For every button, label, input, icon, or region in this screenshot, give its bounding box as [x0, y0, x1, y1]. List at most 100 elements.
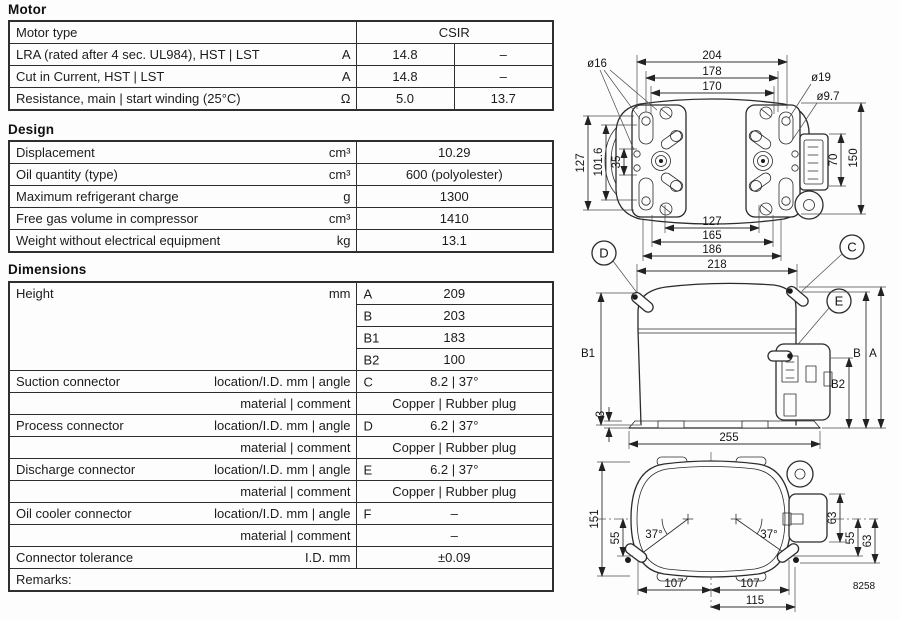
table-row: Suction connector location/I.D. mm | angl… [8, 370, 554, 393]
table-row: Oil quantity (type)cm³ 600 (polyolester) [8, 163, 554, 186]
row-unit: Ω [340, 91, 351, 106]
dim-value: 8.2 | 37° [430, 374, 479, 389]
dim-55-right-label: 55 [845, 532, 857, 545]
angle-37-right-label: 37° [760, 529, 777, 541]
row-unit: I.D. mm [305, 550, 351, 565]
dim-218-label: 218 [707, 259, 726, 271]
callout-c-label: C [847, 240, 856, 255]
row-label: Height [16, 286, 54, 301]
dim-value: 183 [443, 330, 466, 345]
row-unit: location/I.D. mm | angle [214, 462, 351, 477]
row-unit: g [343, 189, 351, 204]
dim-63-outer-label: 63 [862, 535, 874, 548]
compressor-front-view-geometry [628, 282, 833, 429]
row-unit: location/I.D. mm | angle [214, 506, 351, 521]
table-row: Resistance, main | start winding (25°C) Ω… [8, 87, 554, 111]
row-label-cell: Motor type [8, 20, 357, 44]
row-label: Weight without electrical equipment [16, 233, 221, 248]
dim-115-label: 115 [746, 595, 764, 607]
row-unit: location/I.D. mm | angle [214, 374, 351, 389]
height-label-cell: Height mm [8, 281, 357, 371]
table-row: material | comment Copper | Rubber plug [8, 436, 554, 459]
dim-186-label: 186 [702, 244, 721, 256]
dim-170-label: 170 [702, 81, 721, 93]
row-label-cell: Discharge connector location/I.D. mm | an… [8, 458, 357, 481]
dim-key: B2 [363, 352, 380, 367]
row-label-cell: material | comment [8, 436, 357, 459]
row-label-cell: Connector tolerance I.D. mm [8, 546, 357, 569]
front-view-dimensions: B1 3 255 A B B2 [581, 286, 886, 449]
row-value: 1410 [355, 207, 554, 230]
row-unit: cm³ [328, 167, 351, 182]
compressor-bottom-view-geometry [624, 456, 828, 582]
row-label: Maximum refrigerant charge [16, 189, 179, 204]
table-row: Motor type CSIR [8, 20, 554, 44]
dim-55-left-label: 55 [610, 532, 622, 545]
connector-material-cell: Copper | Rubber plug [355, 480, 554, 503]
figure-number: 8258 [853, 581, 876, 592]
row-label: Connector tolerance [16, 550, 134, 565]
dim-value: 203 [443, 308, 466, 323]
dim-204-label: 204 [702, 50, 722, 62]
table-row: Discharge connector location/I.D. mm | an… [8, 458, 554, 481]
dim-255-label: 255 [719, 432, 738, 444]
row-label-cell: LRA (rated after 4 sec. UL984), HST | LS… [8, 43, 357, 66]
row-unit: cm³ [328, 211, 351, 226]
technical-drawings: 204 178 170 ø16 ø19 ø9.7 1 [575, 50, 886, 612]
row-unit: material | comment [240, 440, 351, 455]
bottom-view-drawing: 37° 37° 151 55 63 55 63 [589, 452, 880, 612]
motor-type-value: CSIR [355, 20, 554, 44]
height-b-cell: B 203 [355, 304, 554, 327]
dim-key: B1 [363, 330, 380, 345]
row-value-hst: 14.8 [355, 65, 455, 88]
row-unit: cm³ [328, 145, 351, 160]
front-view-dimensions-top: 218 D C E [591, 234, 865, 357]
design-section-title: Design [8, 122, 55, 137]
row-label: Discharge connector [16, 462, 136, 477]
row-label: Resistance, main | start winding (25°C) [16, 91, 241, 106]
row-value: 10.29 [355, 140, 554, 164]
dim-key: E [363, 462, 373, 477]
row-unit: material | comment [240, 484, 351, 499]
dim-b2-label: B2 [831, 379, 845, 391]
table-row: LRA (rated after 4 sec. UL984), HST | LS… [8, 43, 554, 66]
row-label: Free gas volume in compressor [16, 211, 199, 226]
table-row: material | comment Copper | Rubber plug [8, 480, 554, 503]
row-label-cell: material | comment [8, 524, 357, 547]
row-label: LRA (rated after 4 sec. UL984), HST | LS… [16, 47, 260, 62]
dim-key: B [363, 308, 373, 323]
dim-key: F [363, 506, 372, 521]
compressor-top-view-geometry [604, 98, 829, 225]
dim-70-label: 70 [828, 154, 840, 167]
dimensions-section-title: Dimensions [8, 262, 87, 277]
row-value-lst: – [453, 65, 554, 88]
row-value: 1300 [355, 185, 554, 208]
row-label: Suction connector [16, 374, 121, 389]
dim-value: 100 [443, 352, 466, 367]
row-label-cell: Oil quantity (type)cm³ [8, 163, 357, 186]
dim-3-label: 3 [595, 411, 607, 417]
dim-107-left-label: 107 [664, 578, 683, 590]
row-unit: mm [328, 286, 351, 301]
dim-key: C [363, 374, 373, 389]
connector-material-cell: Copper | Rubber plug [355, 392, 554, 415]
remarks-cell: Remarks: [8, 568, 554, 592]
dim-value: 6.2 | 37° [430, 462, 479, 477]
row-label-cell: Resistance, main | start winding (25°C) Ω [8, 87, 357, 111]
row-value: 13.1 [355, 229, 554, 253]
dim-35-label: 35 [611, 156, 623, 169]
row-label-cell: Free gas volume in compressor cm³ [8, 207, 357, 230]
tolerance-value-cell: ±0.09 [355, 546, 554, 569]
